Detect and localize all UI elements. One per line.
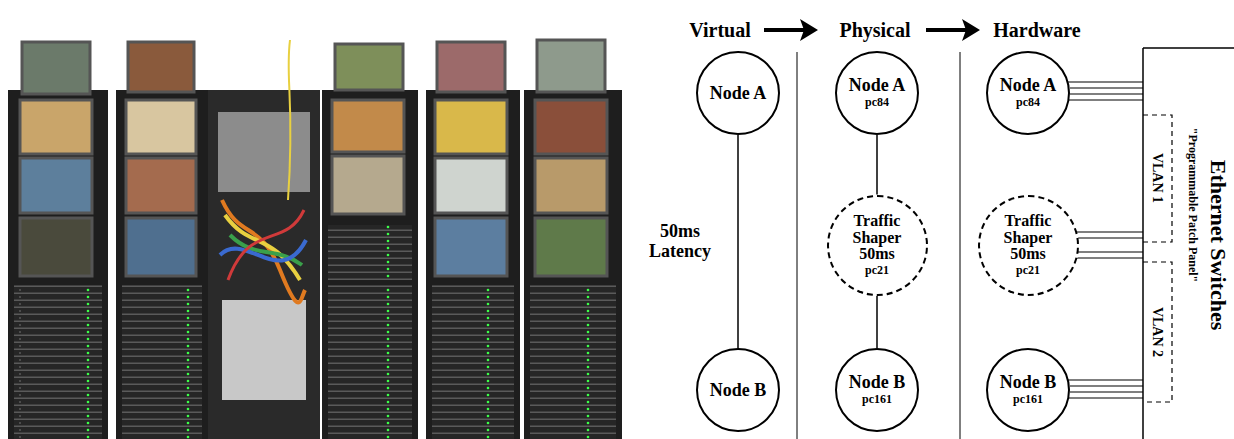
- node-name: Node A: [1000, 76, 1057, 95]
- stage-arrow: [800, 19, 818, 41]
- vlan-bracket: [1143, 262, 1172, 402]
- ethernet-wire: [1070, 87, 1143, 88]
- server-stack: [432, 285, 514, 439]
- monitor: [20, 100, 92, 154]
- host-name: pc21: [996, 264, 1060, 277]
- latency-label: 50ms Latency: [644, 222, 716, 262]
- server-stack: [530, 285, 616, 439]
- node-circle: Node Bpc161: [986, 348, 1070, 432]
- traffic-shaper-circle: Traffic Shaper 50mspc21: [827, 195, 928, 296]
- traffic-shaper-circle: Traffic Shaper 50mspc21: [978, 195, 1079, 296]
- column-header: Hardware: [993, 19, 1080, 41]
- monitor: [435, 100, 507, 154]
- server-stack: [122, 285, 202, 439]
- ethernet-wire: [1070, 93, 1143, 94]
- stage-arrow: [962, 19, 980, 41]
- stage-arrow: [764, 28, 806, 32]
- switch-title: Ethernet Switches: [1206, 160, 1230, 330]
- monitor: [535, 100, 607, 154]
- node-text: Node B: [710, 381, 767, 400]
- ethernet-wire: [1068, 397, 1143, 398]
- host-name: pc21: [845, 264, 909, 277]
- node-name: Node B: [710, 381, 767, 400]
- monitor: [535, 218, 607, 276]
- cable-bundle: [288, 40, 291, 200]
- server-rack: [524, 90, 622, 439]
- cable-bundle: [228, 210, 304, 280]
- ethernet-wire: [1070, 391, 1143, 392]
- server-rack: [8, 90, 108, 439]
- node-name: Node B: [849, 373, 906, 392]
- ethernet-wire: [1068, 81, 1143, 82]
- server-stack: [328, 285, 412, 439]
- node-circle: Node Bpc161: [835, 348, 919, 432]
- cable-bundle: [222, 200, 305, 303]
- node-name: Traffic Shaper 50ms: [845, 213, 909, 263]
- cable-bundle: [220, 240, 306, 261]
- monitor: [435, 218, 507, 276]
- node-text: Node A: [710, 84, 767, 103]
- node-name: Traffic Shaper 50ms: [996, 213, 1060, 263]
- node-name: Node B: [1000, 373, 1057, 392]
- node-name: Node A: [710, 84, 767, 103]
- monitor: [20, 218, 92, 276]
- server-rack: [322, 90, 418, 439]
- monitor: [537, 40, 605, 92]
- node-text: Node Bpc161: [1000, 373, 1057, 406]
- monitor: [22, 42, 90, 94]
- node-circle: Node Apc84: [835, 51, 919, 135]
- column-header: Virtual: [689, 19, 750, 41]
- column-divider: [960, 52, 961, 439]
- server-stack: [14, 285, 102, 439]
- ethernet-wire: [1074, 237, 1143, 238]
- monitor: [126, 158, 196, 213]
- node-circle: Node B: [696, 348, 780, 432]
- monitor: [128, 42, 194, 92]
- monitor: [126, 100, 196, 154]
- ethernet-wire: [1068, 379, 1143, 380]
- node-circle: Node Apc84: [986, 51, 1070, 135]
- column-header: Physical: [839, 19, 910, 41]
- ethernet-wire: [1072, 257, 1143, 258]
- connector-line: [876, 296, 878, 349]
- ethernet-wire: [1072, 231, 1143, 232]
- connector-line: [737, 135, 739, 348]
- host-name: pc161: [849, 393, 906, 406]
- switch-bus: [1143, 47, 1234, 49]
- node-circle: Node A: [696, 51, 780, 135]
- node-text: Node Apc84: [849, 76, 906, 109]
- monitor: [332, 156, 404, 214]
- column-divider: [797, 52, 798, 439]
- monitor: [126, 218, 196, 276]
- vlan-label: VLAN 1: [1149, 153, 1164, 203]
- switch-panel: [222, 300, 306, 400]
- host-name: pc84: [1000, 96, 1057, 109]
- stage-arrow: [926, 28, 968, 32]
- monitor: [20, 158, 92, 213]
- node-name: Node A: [849, 76, 906, 95]
- node-text: Traffic Shaper 50mspc21: [845, 213, 909, 278]
- switch-subtitle: "Programmable Patch Panel": [1185, 128, 1198, 282]
- host-name: pc161: [1000, 393, 1057, 406]
- monitor: [437, 42, 505, 92]
- node-text: Node Apc84: [1000, 76, 1057, 109]
- monitor: [335, 44, 403, 90]
- monitor: [435, 158, 507, 213]
- server-rack: [116, 90, 208, 439]
- vlan-bracket: [1143, 115, 1172, 242]
- monitor: [535, 158, 607, 213]
- server-stack: [328, 225, 412, 280]
- connector-line: [876, 135, 878, 195]
- ethernet-wire: [1068, 99, 1143, 100]
- switch-panel: [218, 112, 310, 192]
- ethernet-wire: [1074, 251, 1143, 252]
- server-rack: [426, 90, 520, 439]
- node-text: Node Bpc161: [849, 373, 906, 406]
- monitor: [332, 100, 404, 152]
- vlan-label: VLAN 2: [1149, 307, 1164, 357]
- host-name: pc84: [849, 96, 906, 109]
- node-text: Traffic Shaper 50mspc21: [996, 213, 1060, 278]
- network-rack: [208, 90, 320, 439]
- ethernet-wire: [1070, 385, 1143, 386]
